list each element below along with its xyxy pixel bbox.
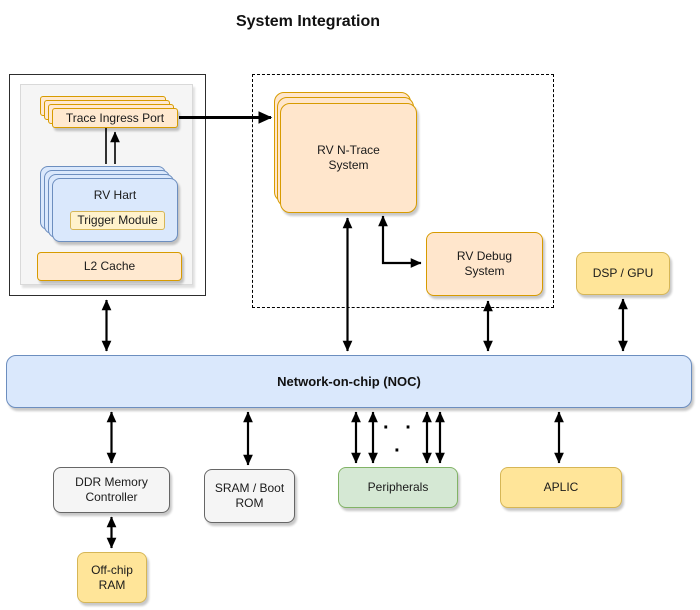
peripherals-ellipsis: · · · [383, 417, 417, 462]
rv-hart-label: RV Hart [93, 188, 137, 202]
dsp-gpu-node: DSP / GPU [576, 252, 670, 295]
rv-ntrace-system-node: RV N-Trace System [280, 103, 417, 213]
aplic-node: APLIC [500, 467, 622, 508]
rv-ntrace-stack: RV N-Trace System [274, 92, 417, 213]
sram-boot-rom-node: SRAM / Boot ROM [204, 469, 295, 523]
connector-ntrace-to-debug [378, 215, 422, 268]
trigger-module-node: Trigger Module [70, 211, 165, 230]
peripherals-node: Peripherals [338, 467, 458, 508]
trace-ingress-port-stack: Trace Ingress Port [40, 96, 178, 128]
trace-debug-dashed-group [252, 74, 554, 308]
l2-cache-node: L2 Cache [37, 252, 182, 281]
noc-bar: Network-on-chip (NOC) [6, 355, 692, 408]
ddr-memory-controller-node: DDR Memory Controller [53, 467, 170, 513]
diagram-title: System Integration [235, 13, 381, 30]
rv-hart-node: RV Hart [52, 178, 178, 242]
rv-debug-system-node: RV Debug System [426, 232, 543, 296]
offchip-ram-node: Off-chip RAM [77, 552, 147, 603]
trace-ingress-port-node: Trace Ingress Port [52, 108, 178, 128]
